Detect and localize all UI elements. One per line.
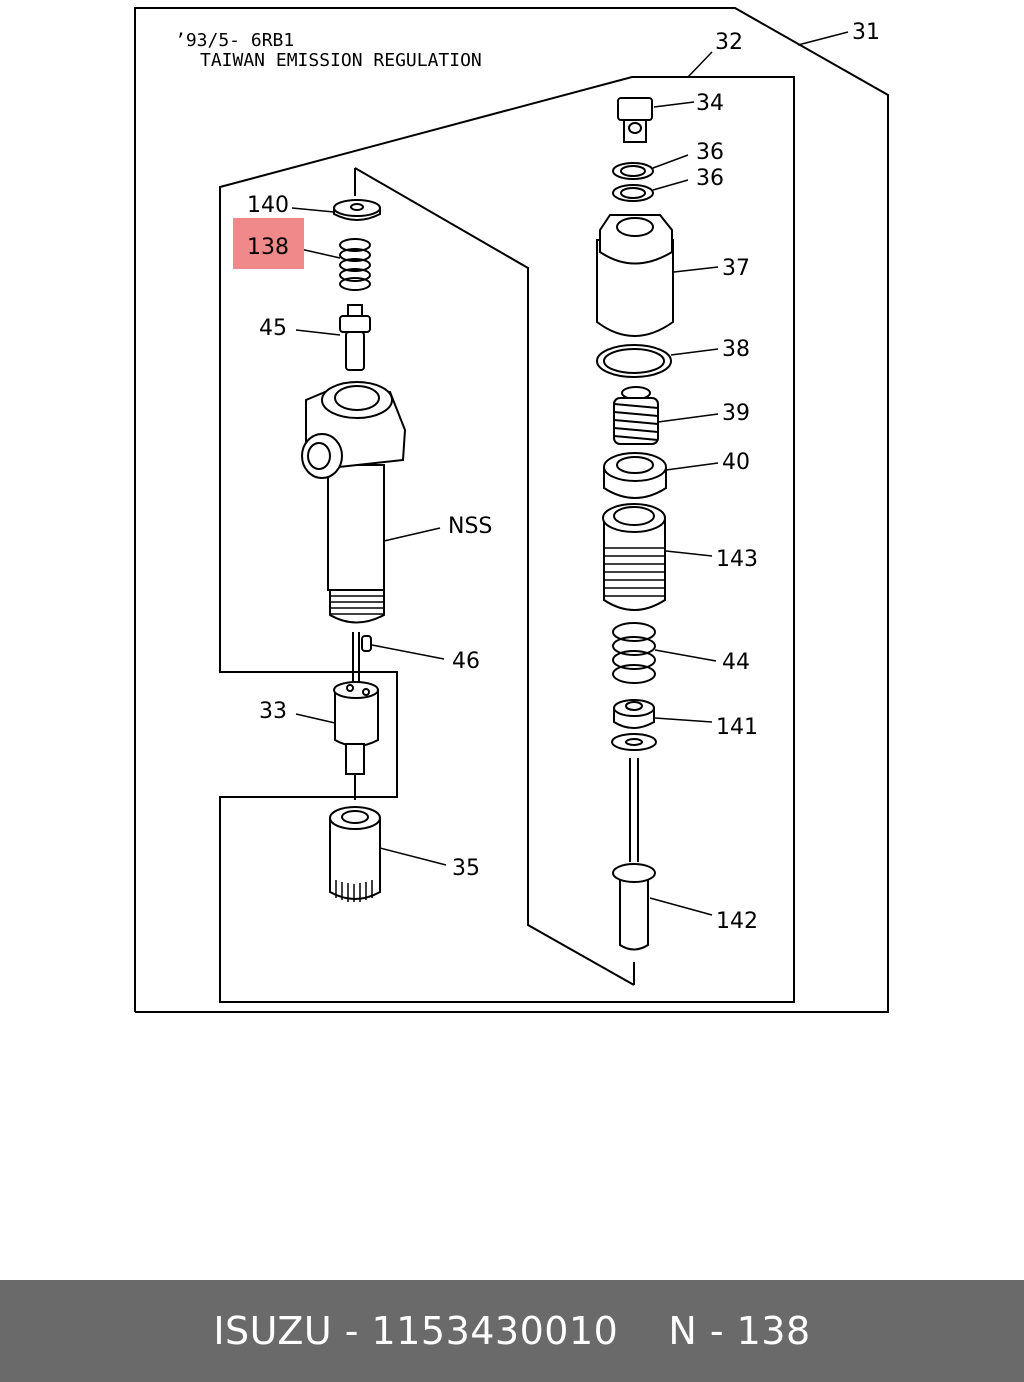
callout-36b: 36 — [696, 166, 724, 191]
callout-35: 35 — [452, 856, 480, 881]
part-44-spring — [612, 622, 656, 684]
part-141-spacer — [611, 699, 657, 751]
part-33-nozzle — [333, 681, 379, 800]
callout-138: 138 — [247, 235, 289, 260]
callout-37: 37 — [722, 256, 750, 281]
callout-32: 32 — [715, 30, 743, 55]
callout-140: 140 — [247, 193, 289, 218]
callout-142: 142 — [716, 909, 758, 934]
header-line2: TAIWAN EMISSION REGULATION — [200, 50, 482, 71]
callout-45: 45 — [259, 316, 287, 341]
highlight-138 — [233, 218, 304, 269]
callout-38: 38 — [722, 337, 750, 362]
callout-143: 143 — [716, 547, 758, 572]
part-40-lock-nut — [603, 452, 667, 499]
outer-frame — [134, 7, 889, 1013]
callout-39: 39 — [722, 401, 750, 426]
part-nss-nozzle-holder — [301, 381, 407, 624]
callout-36a: 36 — [696, 140, 724, 165]
part-37-cap-nut — [596, 214, 674, 337]
header-line1: ’93/5- 6RB1 — [175, 30, 294, 51]
part-34-banjo-bolt — [617, 97, 653, 143]
callout-46: 46 — [452, 649, 480, 674]
part-142-push-rod — [612, 758, 656, 951]
part-45-spindle — [339, 304, 371, 371]
part-46-dowel-pin — [352, 632, 372, 682]
part-143-retaining-nut — [602, 503, 666, 611]
part-138-spring — [339, 238, 371, 291]
part-number: 1153430010 — [371, 1309, 619, 1353]
callout-141: 141 — [716, 715, 758, 740]
part-36-washers — [612, 162, 654, 202]
footer-separator: - — [332, 1309, 372, 1353]
column-frame — [354, 167, 635, 986]
callout-nss: NSS — [448, 514, 492, 539]
part-39-spring — [613, 386, 659, 445]
assembly-frame — [219, 76, 795, 1003]
reference-number: N - 138 — [668, 1309, 811, 1353]
callout-34: 34 — [696, 91, 724, 116]
callout-33: 33 — [259, 699, 287, 724]
parts-diagram: ’93/5- 6RB1 TAIWAN EMISSION REGULATION — [134, 7, 889, 1013]
part-140-washer — [333, 199, 381, 221]
part-35-nozzle-nut — [329, 806, 381, 902]
callout-40: 40 — [722, 450, 750, 475]
part-38-gasket — [596, 344, 672, 378]
callout-44: 44 — [722, 650, 750, 675]
brand-name: ISUZU — [213, 1309, 333, 1353]
callout-31: 31 — [852, 20, 880, 45]
footer-caption: ISUZU - 1153430010 N - 138 — [213, 1309, 810, 1353]
footer-bar: ISUZU - 1153430010 N - 138 — [0, 1280, 1024, 1382]
